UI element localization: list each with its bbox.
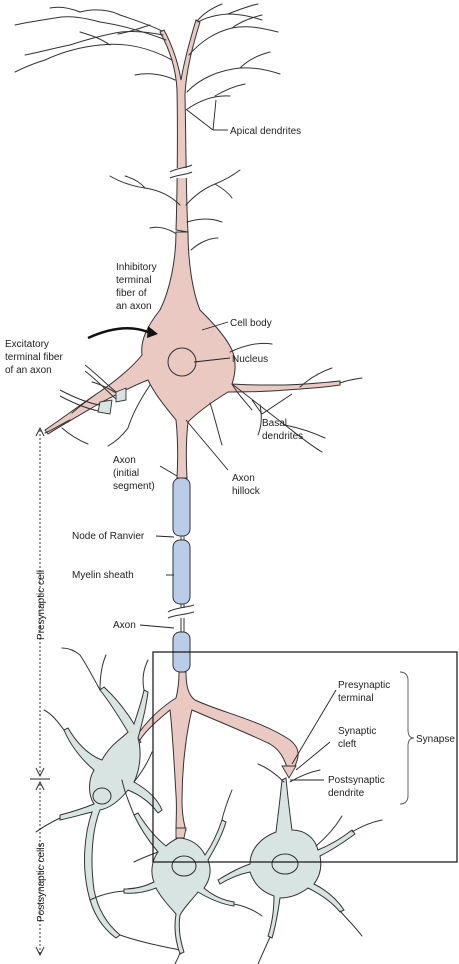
label-inhibitory-fiber: Inhibitory terminal fiber of an axon <box>116 262 159 312</box>
label-axon-initial-segment: Axon (initial segment) <box>113 455 155 492</box>
myelin-segment-2 <box>173 540 190 604</box>
myelin-segment-1 <box>173 478 190 536</box>
label-presynaptic-cell: Presynaptic cell <box>36 570 47 640</box>
label-axon-hillock: Axon hillock <box>232 473 261 497</box>
label-axon: Axon <box>113 620 136 631</box>
label-myelin-sheath: Myelin sheath <box>72 570 134 581</box>
apical-dendrites <box>15 4 280 232</box>
label-synaptic-cleft: Synaptic cleft <box>338 726 379 750</box>
label-synapse: Synapse <box>416 734 455 745</box>
label-cell-body: Cell body <box>230 318 272 329</box>
synapse-highlight-box <box>153 652 457 862</box>
postsynaptic-cell-left <box>36 648 180 950</box>
pyramidal-cell <box>45 170 362 484</box>
axon-shaft <box>168 478 194 700</box>
label-presynaptic-terminal: Presynaptic terminal <box>338 680 393 704</box>
label-nucleus: Nucleus <box>232 354 268 365</box>
label-excitatory-fiber: Excitatory terminal fiber of an axon <box>5 339 66 376</box>
label-postsynaptic-cells: Postsynaptic cells <box>36 843 47 922</box>
axon-terminals <box>131 672 298 838</box>
label-node-of-ranvier: Node of Ranvier <box>72 531 145 542</box>
label-basal-dendrites: Basal dendrites <box>262 418 303 442</box>
label-postsynaptic-dendrite: Postsynaptic dendrite <box>328 775 387 799</box>
inhibitory-axon <box>88 326 158 338</box>
label-apical-dendrites: Apical dendrites <box>230 126 301 137</box>
